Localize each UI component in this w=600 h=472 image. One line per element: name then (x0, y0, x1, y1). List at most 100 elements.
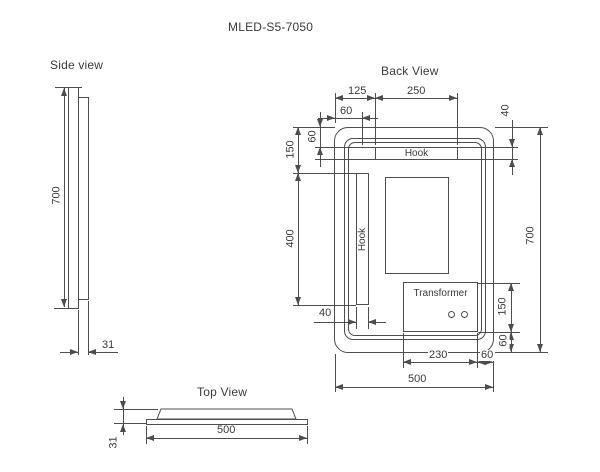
dimension-line (298, 173, 299, 305)
extension-line (368, 307, 369, 329)
side-view-frame-profile (78, 97, 89, 300)
hook-bar-horizontal-label: Hook (404, 148, 429, 159)
dim-label-side-hook-offset-x: 60 (339, 105, 354, 117)
dimension-line (298, 127, 299, 173)
hook-bar-horizontal: Hook (375, 147, 458, 160)
dim-label-hook-offset-x: 125 (347, 85, 368, 97)
arrow-down-icon (295, 297, 301, 305)
arrow-down-icon (508, 344, 514, 352)
cable-hole-icon (448, 311, 455, 318)
arrow-left-icon (477, 359, 485, 365)
back-view-frame-line-inner (348, 142, 482, 336)
arrow-down-icon (509, 139, 515, 147)
dimension-line (64, 88, 65, 307)
extension-line (375, 93, 376, 145)
arrow-down-icon (120, 401, 126, 409)
dimension-line (318, 118, 378, 119)
dim-label-top-width: 500 (216, 424, 237, 436)
drawing-title: MLED-S5-7050 (227, 20, 315, 34)
arrow-up-icon (509, 159, 515, 167)
dimension-line (123, 397, 124, 435)
extension-line (78, 310, 79, 355)
arrow-up-icon (317, 147, 323, 155)
extension-line (477, 333, 478, 368)
top-view-mirror-profile (146, 419, 308, 425)
arrow-right-icon (469, 359, 477, 365)
dim-label-hook-offset-y: 60 (306, 129, 319, 144)
extension-line (335, 354, 336, 392)
extension-line (307, 426, 308, 444)
extension-line (114, 409, 158, 410)
extension-line (458, 147, 518, 148)
back-view-title: Back View (380, 64, 440, 78)
dimension-line (512, 120, 513, 175)
extension-line (293, 305, 356, 306)
hook-bar-vertical: Hook (356, 173, 369, 305)
dimension-line (511, 283, 512, 332)
dim-label-side-height: 700 (50, 185, 63, 206)
dimension-line (335, 387, 494, 388)
extension-line (114, 423, 147, 424)
arrow-down-icon (317, 119, 323, 127)
extension-line (54, 308, 79, 309)
dim-label-transformer-right-gap: 60 (480, 349, 495, 361)
dimension-line (60, 352, 78, 353)
arrow-left-icon (368, 319, 376, 325)
arrow-down-icon (537, 344, 543, 352)
arrow-up-icon (61, 88, 67, 96)
arrow-right-icon (367, 95, 375, 101)
extension-line (495, 127, 548, 128)
dim-label-side-hook-offset-y: 150 (284, 139, 297, 160)
hook-bar-vertical-label: Hook (357, 227, 369, 251)
extension-line (335, 93, 336, 123)
extension-line (356, 307, 357, 329)
arrow-up-icon (120, 424, 126, 432)
dimension-line (146, 438, 307, 439)
arrow-down-icon (508, 324, 514, 332)
arrow-right-icon (348, 319, 356, 325)
top-view-title: Top View (196, 385, 249, 399)
arrow-right-icon (299, 435, 307, 441)
arrow-right-icon (70, 349, 78, 355)
dimension-line (511, 332, 512, 352)
dim-label-top-depth: 31 (107, 435, 120, 450)
arrow-left-icon (88, 349, 96, 355)
cable-hole-icon (461, 311, 468, 318)
back-view-cutout-rect (385, 177, 449, 274)
extension-line (293, 127, 335, 128)
arrow-up-icon (508, 283, 514, 291)
transformer-label: Transformer (413, 288, 468, 299)
dimension-line (540, 127, 541, 352)
extension-line (495, 352, 548, 353)
dimension-line (335, 98, 457, 99)
extension-line (478, 332, 520, 333)
extension-line (458, 159, 518, 160)
extension-line (362, 112, 363, 145)
transformer-box: Transformer (403, 282, 478, 332)
dim-label-hook-width: 250 (406, 85, 427, 97)
arrow-up-icon (295, 127, 301, 135)
dim-label-transformer-height: 150 (496, 296, 509, 317)
arrow-left-icon (375, 95, 383, 101)
dim-label-hook-height: 40 (499, 103, 512, 118)
arrow-down-icon (295, 165, 301, 173)
dimension-line (314, 322, 356, 323)
arrow-up-icon (508, 332, 514, 340)
dimension-line (403, 362, 494, 363)
extension-line (457, 93, 458, 145)
back-view-mirror-outline (334, 127, 494, 353)
arrow-left-icon (146, 435, 154, 441)
arrow-right-icon (327, 115, 335, 121)
extension-line (315, 147, 375, 148)
arrow-right-icon (485, 359, 493, 365)
dim-label-transformer-bottom-gap: 60 (497, 333, 510, 348)
extension-line (315, 159, 375, 160)
arrow-left-icon (335, 384, 343, 390)
back-view-frame-line-outer (344, 138, 486, 340)
dimension-line (88, 352, 118, 353)
extension-line (88, 301, 89, 355)
arrow-left-icon (362, 115, 370, 121)
extension-line (403, 333, 404, 368)
arrow-left-icon (335, 95, 343, 101)
